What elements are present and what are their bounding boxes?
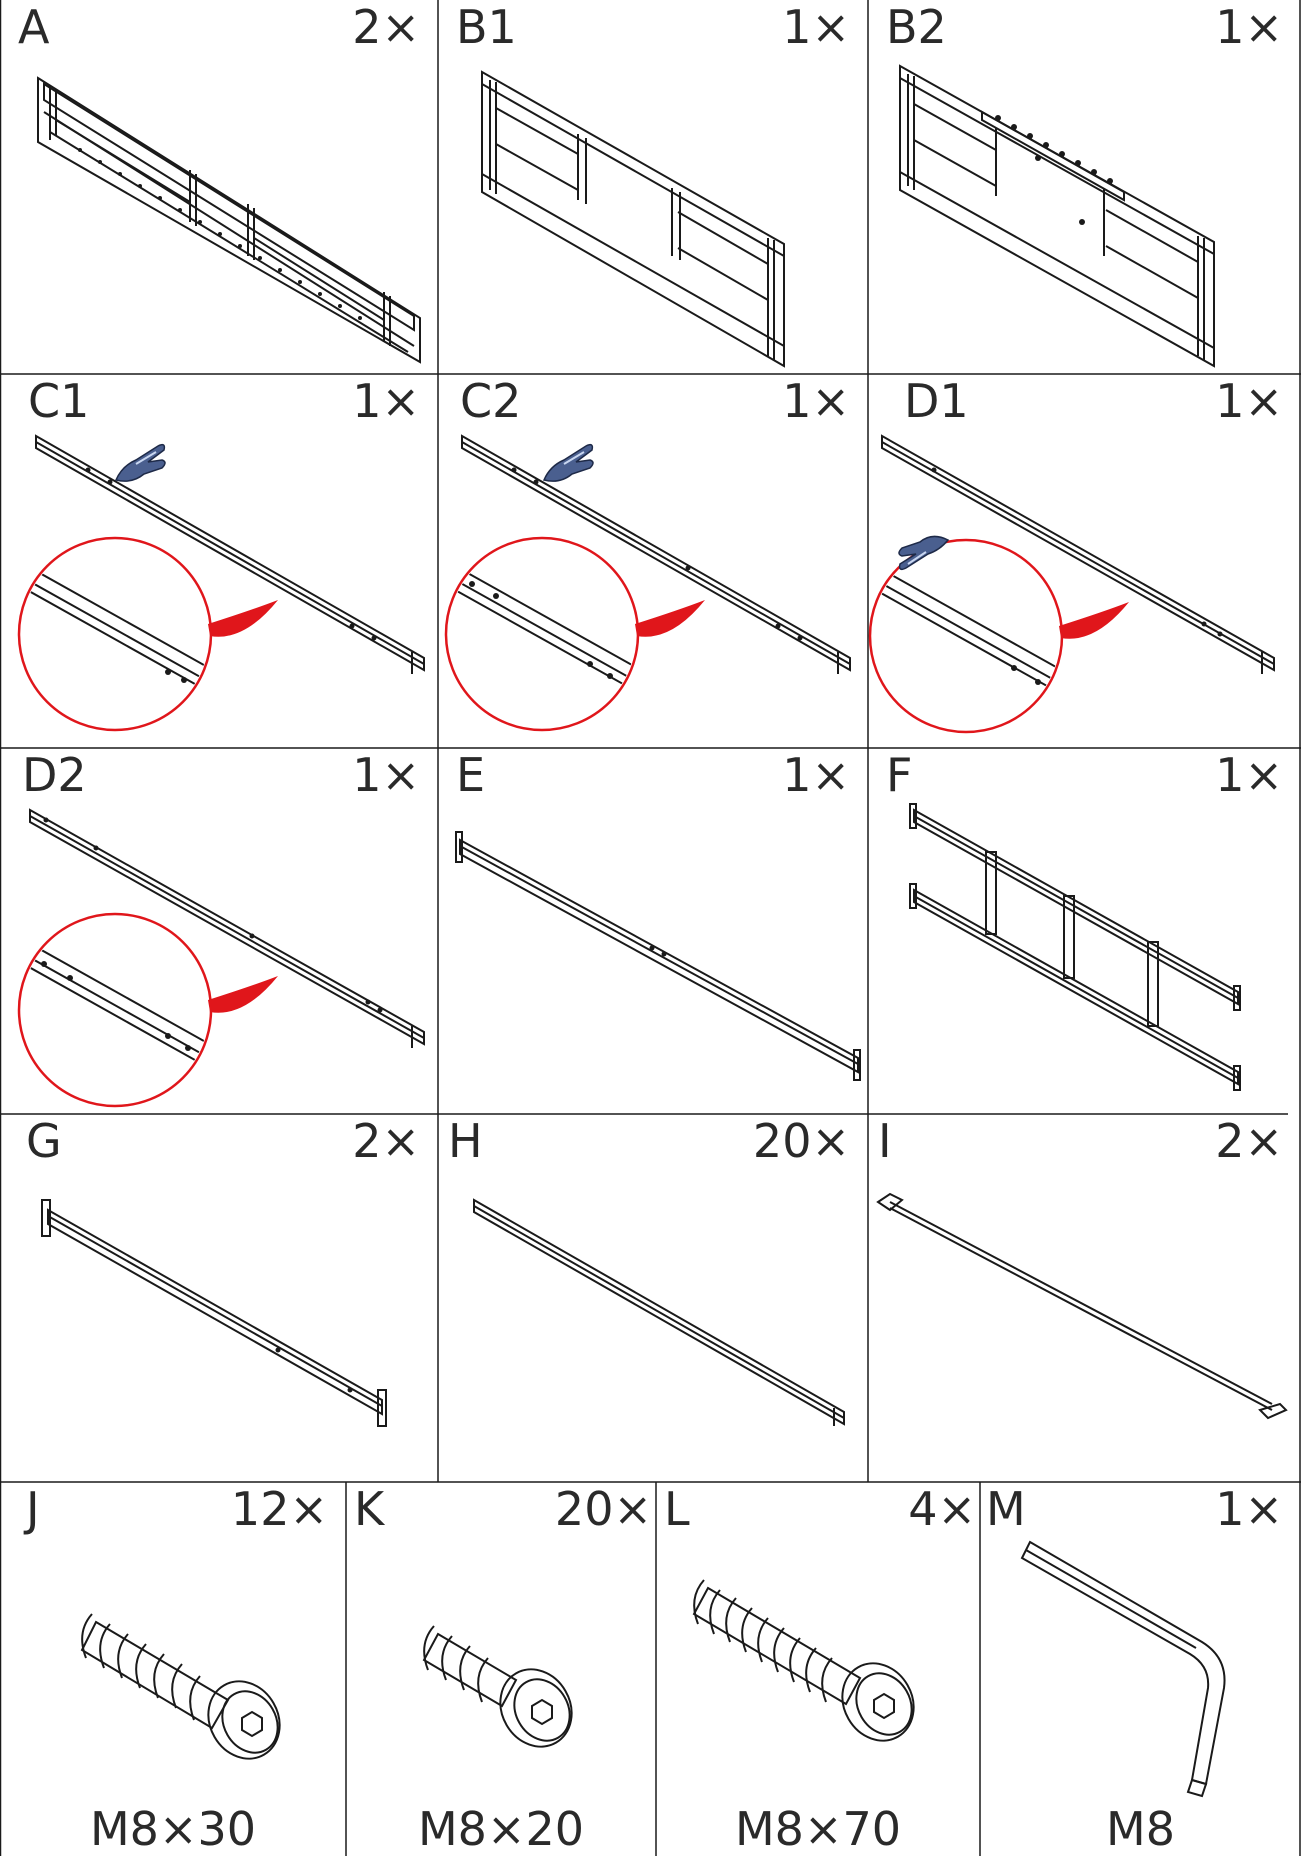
hex-key-size-label: M8 [1106, 1802, 1175, 1856]
hardware-quantity: 20× [554, 1482, 652, 1536]
part-quantity: 1× [352, 374, 420, 428]
rail-detail-drawing [17, 434, 425, 732]
part-letter: C2 [460, 374, 522, 428]
flat-bar-drawing [876, 1192, 1288, 1420]
part-quantity: 1× [1215, 748, 1283, 802]
hardware-letter: K [354, 1482, 385, 1536]
pointing-hand-icon [542, 443, 594, 482]
part-letter: I [878, 1114, 892, 1168]
side-panel-drawing [37, 76, 421, 364]
part-letter: H [448, 1114, 483, 1168]
part-quantity: 2× [352, 1114, 420, 1168]
part-letter: D1 [904, 374, 969, 428]
pointing-hand-icon [898, 535, 950, 571]
part-letter: A [18, 0, 50, 54]
bolt-drawing [422, 1625, 573, 1748]
part-quantity: 1× [782, 748, 850, 802]
bolt-drawing [692, 1579, 915, 1742]
part-letter: C1 [28, 374, 90, 428]
bolt-drawing [80, 1613, 281, 1760]
long-bar-drawing [455, 831, 861, 1081]
part-letter: B2 [886, 0, 947, 54]
part-cell-h: H 20× [438, 1114, 868, 1482]
hex-key-drawing [1020, 1540, 1226, 1798]
hardware-quantity: 1× [1215, 1482, 1283, 1536]
part-cell-c2: C2 1× [438, 374, 868, 748]
hardware-letter: L [664, 1482, 690, 1536]
rail-detail-drawing [868, 434, 1275, 734]
hardware-letter: M [986, 1482, 1026, 1536]
part-cell-e: E 1× [438, 748, 868, 1114]
bolt-size-label: M8×30 [89, 1802, 257, 1856]
part-cell-b1: B1 1× [438, 0, 868, 374]
part-letter: B1 [456, 0, 517, 54]
hardware-quantity: 4× [908, 1482, 976, 1536]
hardware-cell-l: L 4× M8×70 [656, 1482, 980, 1856]
rail-detail-drawing [444, 434, 851, 732]
part-letter: E [456, 748, 486, 802]
bolt-size-label: M8×20 [417, 1802, 585, 1856]
hardware-cell-m: M 1× M8 [980, 1482, 1301, 1856]
ladder-frame-drawing [909, 803, 1241, 1091]
part-cell-a: A 2× [0, 0, 438, 374]
part-quantity: 2× [352, 0, 420, 54]
end-panel-drilled-drawing [899, 64, 1215, 368]
part-quantity: 1× [1215, 0, 1283, 54]
detail-magnifier-circle [17, 536, 213, 732]
part-cell-d2: D2 1× [0, 748, 438, 1114]
bolt-size-label: M8×70 [734, 1802, 902, 1856]
part-quantity: 1× [782, 374, 850, 428]
pointing-hand-icon [114, 443, 166, 482]
part-cell-d1: D1 1× [868, 374, 1301, 748]
part-quantity: 1× [1215, 374, 1283, 428]
hardware-letter: J [26, 1482, 40, 1536]
part-quantity: 2× [1215, 1114, 1283, 1168]
hardware-cell-j: J 12× M8×30 [0, 1482, 346, 1856]
detail-magnifier-circle [444, 536, 640, 732]
part-quantity: 20× [752, 1114, 850, 1168]
part-letter: D2 [22, 748, 87, 802]
long-bar-drawing [41, 1199, 387, 1427]
hardware-cell-k: K 20× M8×20 [346, 1482, 656, 1856]
part-cell-i: I 2× [868, 1114, 1301, 1482]
part-quantity: 1× [782, 0, 850, 54]
part-letter: G [26, 1114, 62, 1168]
part-cell-f: F 1× [868, 748, 1301, 1114]
part-letter: F [886, 748, 913, 802]
rail-detail-drawing [17, 808, 425, 1108]
part-cell-g: G 2× [0, 1114, 438, 1482]
part-cell-c1: C1 1× [0, 374, 438, 748]
part-quantity: 1× [352, 748, 420, 802]
detail-magnifier-circle [17, 912, 213, 1108]
part-cell-b2: B2 1× [868, 0, 1301, 374]
slat-drawing [473, 1198, 845, 1426]
hardware-quantity: 12× [230, 1482, 328, 1536]
end-panel-drawing [481, 70, 785, 368]
